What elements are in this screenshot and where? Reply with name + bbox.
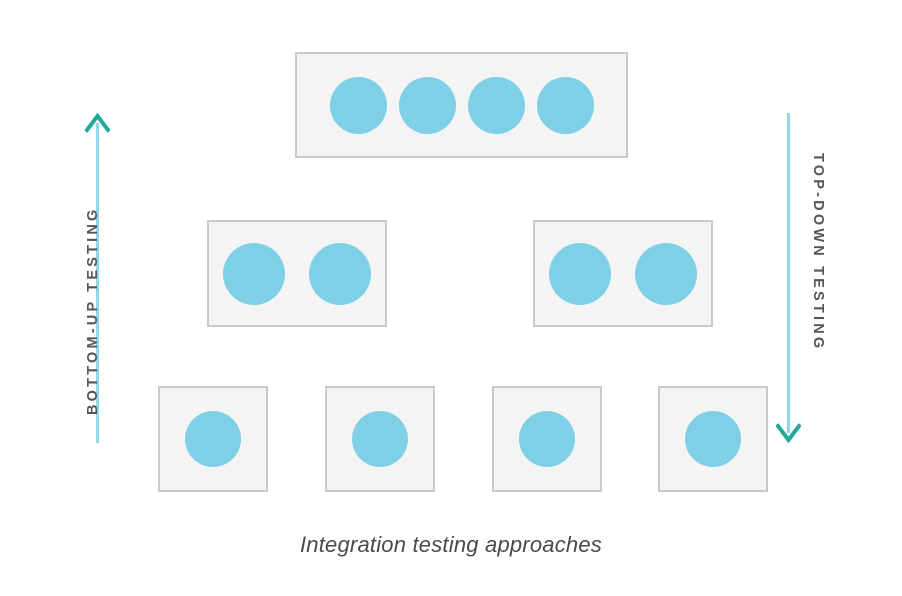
module-node-circle: [519, 411, 575, 467]
module-box-leaf-level-modules-2: [325, 386, 435, 492]
module-node-circle: [685, 411, 741, 467]
module-node-circle: [536, 76, 594, 134]
module-node-circle: [635, 242, 697, 305]
arrow-shaft: [787, 113, 790, 433]
module-node-circle: [309, 242, 371, 305]
bottom-up-testing-label: BOTTOM-UP TESTING: [85, 206, 101, 415]
module-box-leaf-level-modules-1: [158, 386, 268, 492]
module-node-circle: [549, 242, 611, 305]
module-box-middle-level-modules-2: [533, 220, 713, 327]
top-down-testing-label: TOP-DOWN TESTING: [810, 153, 826, 352]
module-node-circle: [467, 76, 525, 134]
up-chevron-icon: [85, 113, 110, 133]
module-node-circle: [223, 242, 285, 305]
module-box-middle-level-modules-1: [207, 220, 387, 327]
down-chevron-icon: [776, 423, 801, 443]
top-down-testing-arrow: [768, 0, 808, 596]
module-box-leaf-level-modules-3: [492, 386, 602, 492]
module-node-circle: [185, 411, 241, 467]
module-box-top-level-module-1: [295, 52, 628, 158]
module-node-circle: [329, 76, 387, 134]
arrow-shaft: [96, 123, 99, 443]
diagram-caption: Integration testing approaches: [300, 532, 602, 557]
module-box-leaf-level-modules-4: [658, 386, 768, 492]
module-node-circle: [352, 411, 408, 467]
module-node-circle: [398, 76, 456, 134]
bottom-up-testing-arrow: [77, 0, 117, 596]
